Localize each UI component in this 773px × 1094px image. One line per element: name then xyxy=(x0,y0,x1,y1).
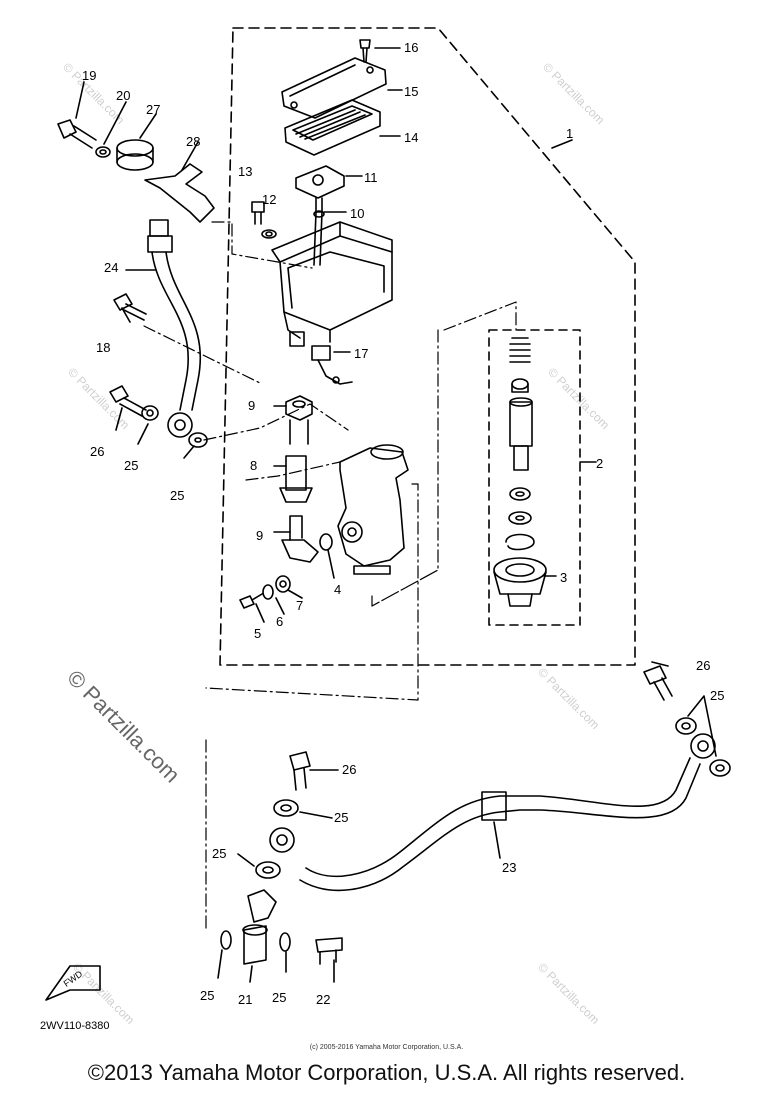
callout-5: 5 xyxy=(254,626,261,641)
callout-12: 12 xyxy=(262,192,276,207)
leader-lines xyxy=(75,47,597,623)
footer-small-copyright: (c) 2005-2016 Yamaha Motor Corporation, … xyxy=(309,1044,464,1051)
fitting-9-upper xyxy=(285,395,313,445)
diaphragm xyxy=(284,99,381,156)
screw-16 xyxy=(359,39,371,63)
callout-10: 10 xyxy=(350,206,364,221)
callout-25-lower: 25 xyxy=(334,810,348,825)
callout-8: 8 xyxy=(250,458,257,473)
callout-28: 28 xyxy=(186,134,200,149)
brake-hose-24 xyxy=(147,219,202,438)
callout-17: 17 xyxy=(354,346,368,361)
assembly-1-outline xyxy=(219,27,636,666)
bolt-26-lower xyxy=(289,751,311,791)
dust-boot-3 xyxy=(493,557,547,607)
grommet-27 xyxy=(116,139,154,171)
callout-25-left: 25 xyxy=(124,458,138,473)
washer-25-lower-left xyxy=(188,432,208,448)
callout-20: 20 xyxy=(116,88,130,103)
callout-21: 21 xyxy=(238,992,252,1007)
callout-6: 6 xyxy=(276,614,283,629)
screw-13 xyxy=(251,201,265,225)
float-plate xyxy=(295,165,345,199)
callout-15: 15 xyxy=(404,84,418,99)
piston-seal xyxy=(509,487,531,501)
callout-18: 18 xyxy=(96,340,110,355)
banjo-right xyxy=(690,733,716,759)
reservoir-cap xyxy=(281,57,387,119)
bolt-19 xyxy=(57,119,97,149)
joint-hose-8 xyxy=(279,455,313,503)
callout-22: 22 xyxy=(316,992,330,1007)
callout-2: 2 xyxy=(596,456,603,471)
copyright-notice: ©2013 Yamaha Motor Corporation, U.S.A. A… xyxy=(87,1060,686,1085)
callout-26-lower: 26 xyxy=(342,762,356,777)
piston-spring xyxy=(509,337,531,363)
piston-kit-outline xyxy=(488,329,581,626)
diagram-code: 2WV110-8380 xyxy=(40,1020,110,1032)
bracket-28 xyxy=(144,163,215,223)
washer-25-lower-b xyxy=(255,861,281,879)
circlip xyxy=(505,533,535,551)
callout-7: 7 xyxy=(296,598,303,613)
union-bolt-21 xyxy=(242,889,277,965)
banjo-lower xyxy=(269,827,295,853)
piston-washer xyxy=(508,511,532,525)
washer-6 xyxy=(262,584,274,600)
fwd-arrow-icon xyxy=(45,965,101,1001)
screw-5 xyxy=(239,593,263,609)
washer-20 xyxy=(95,146,111,158)
callout-13: 13 xyxy=(238,164,252,179)
o-ring-4 xyxy=(319,533,333,551)
fwd-label: FWD xyxy=(62,968,85,988)
fitting-9-lower xyxy=(281,515,319,563)
callout-4: 4 xyxy=(334,582,341,597)
callout-11: 11 xyxy=(364,170,378,185)
master-cylinder-body xyxy=(337,444,409,575)
washer-25-lower-a xyxy=(273,799,299,817)
callout-1: 1 xyxy=(566,126,573,141)
callout-26-left: 26 xyxy=(90,444,104,459)
callout-9-lower: 9 xyxy=(256,528,263,543)
callout-23: 23 xyxy=(502,860,516,875)
brake-hose-23 xyxy=(299,757,701,892)
bolt-18 xyxy=(113,293,147,321)
washer-7 xyxy=(275,575,291,593)
callout-25-left-lower: 25 xyxy=(170,488,184,503)
callout-3: 3 xyxy=(560,570,567,585)
callout-19: 19 xyxy=(82,68,96,83)
callout-24: 24 xyxy=(104,260,118,275)
piston xyxy=(509,397,533,471)
hose-clamp-17 xyxy=(311,345,353,385)
callout-25-bottom-left: 25 xyxy=(200,988,214,1003)
callout-25-bottom-right: 25 xyxy=(272,990,286,1005)
callout-9-upper: 9 xyxy=(248,398,255,413)
washer-25-upper xyxy=(141,405,159,421)
callout-25-mid: 25 xyxy=(212,846,226,861)
routing-lines xyxy=(143,221,517,701)
washer-25-bottom-right xyxy=(279,932,291,952)
callout-25-right: 25 xyxy=(710,688,724,703)
callout-27: 27 xyxy=(146,102,160,117)
bolt-26-right xyxy=(643,665,673,701)
callout-14: 14 xyxy=(404,130,418,145)
piston-cup xyxy=(511,378,529,393)
callout-26-right: 26 xyxy=(696,658,710,673)
reservoir-body xyxy=(271,221,393,347)
washer-25-right-a xyxy=(675,717,697,735)
callout-16: 16 xyxy=(404,40,418,55)
washer-12 xyxy=(261,229,277,239)
washer-25-bottom-left xyxy=(220,930,232,950)
bolt-22 xyxy=(315,937,343,965)
washer-25-right-b xyxy=(709,759,731,777)
bolt-26-upper xyxy=(109,385,147,417)
